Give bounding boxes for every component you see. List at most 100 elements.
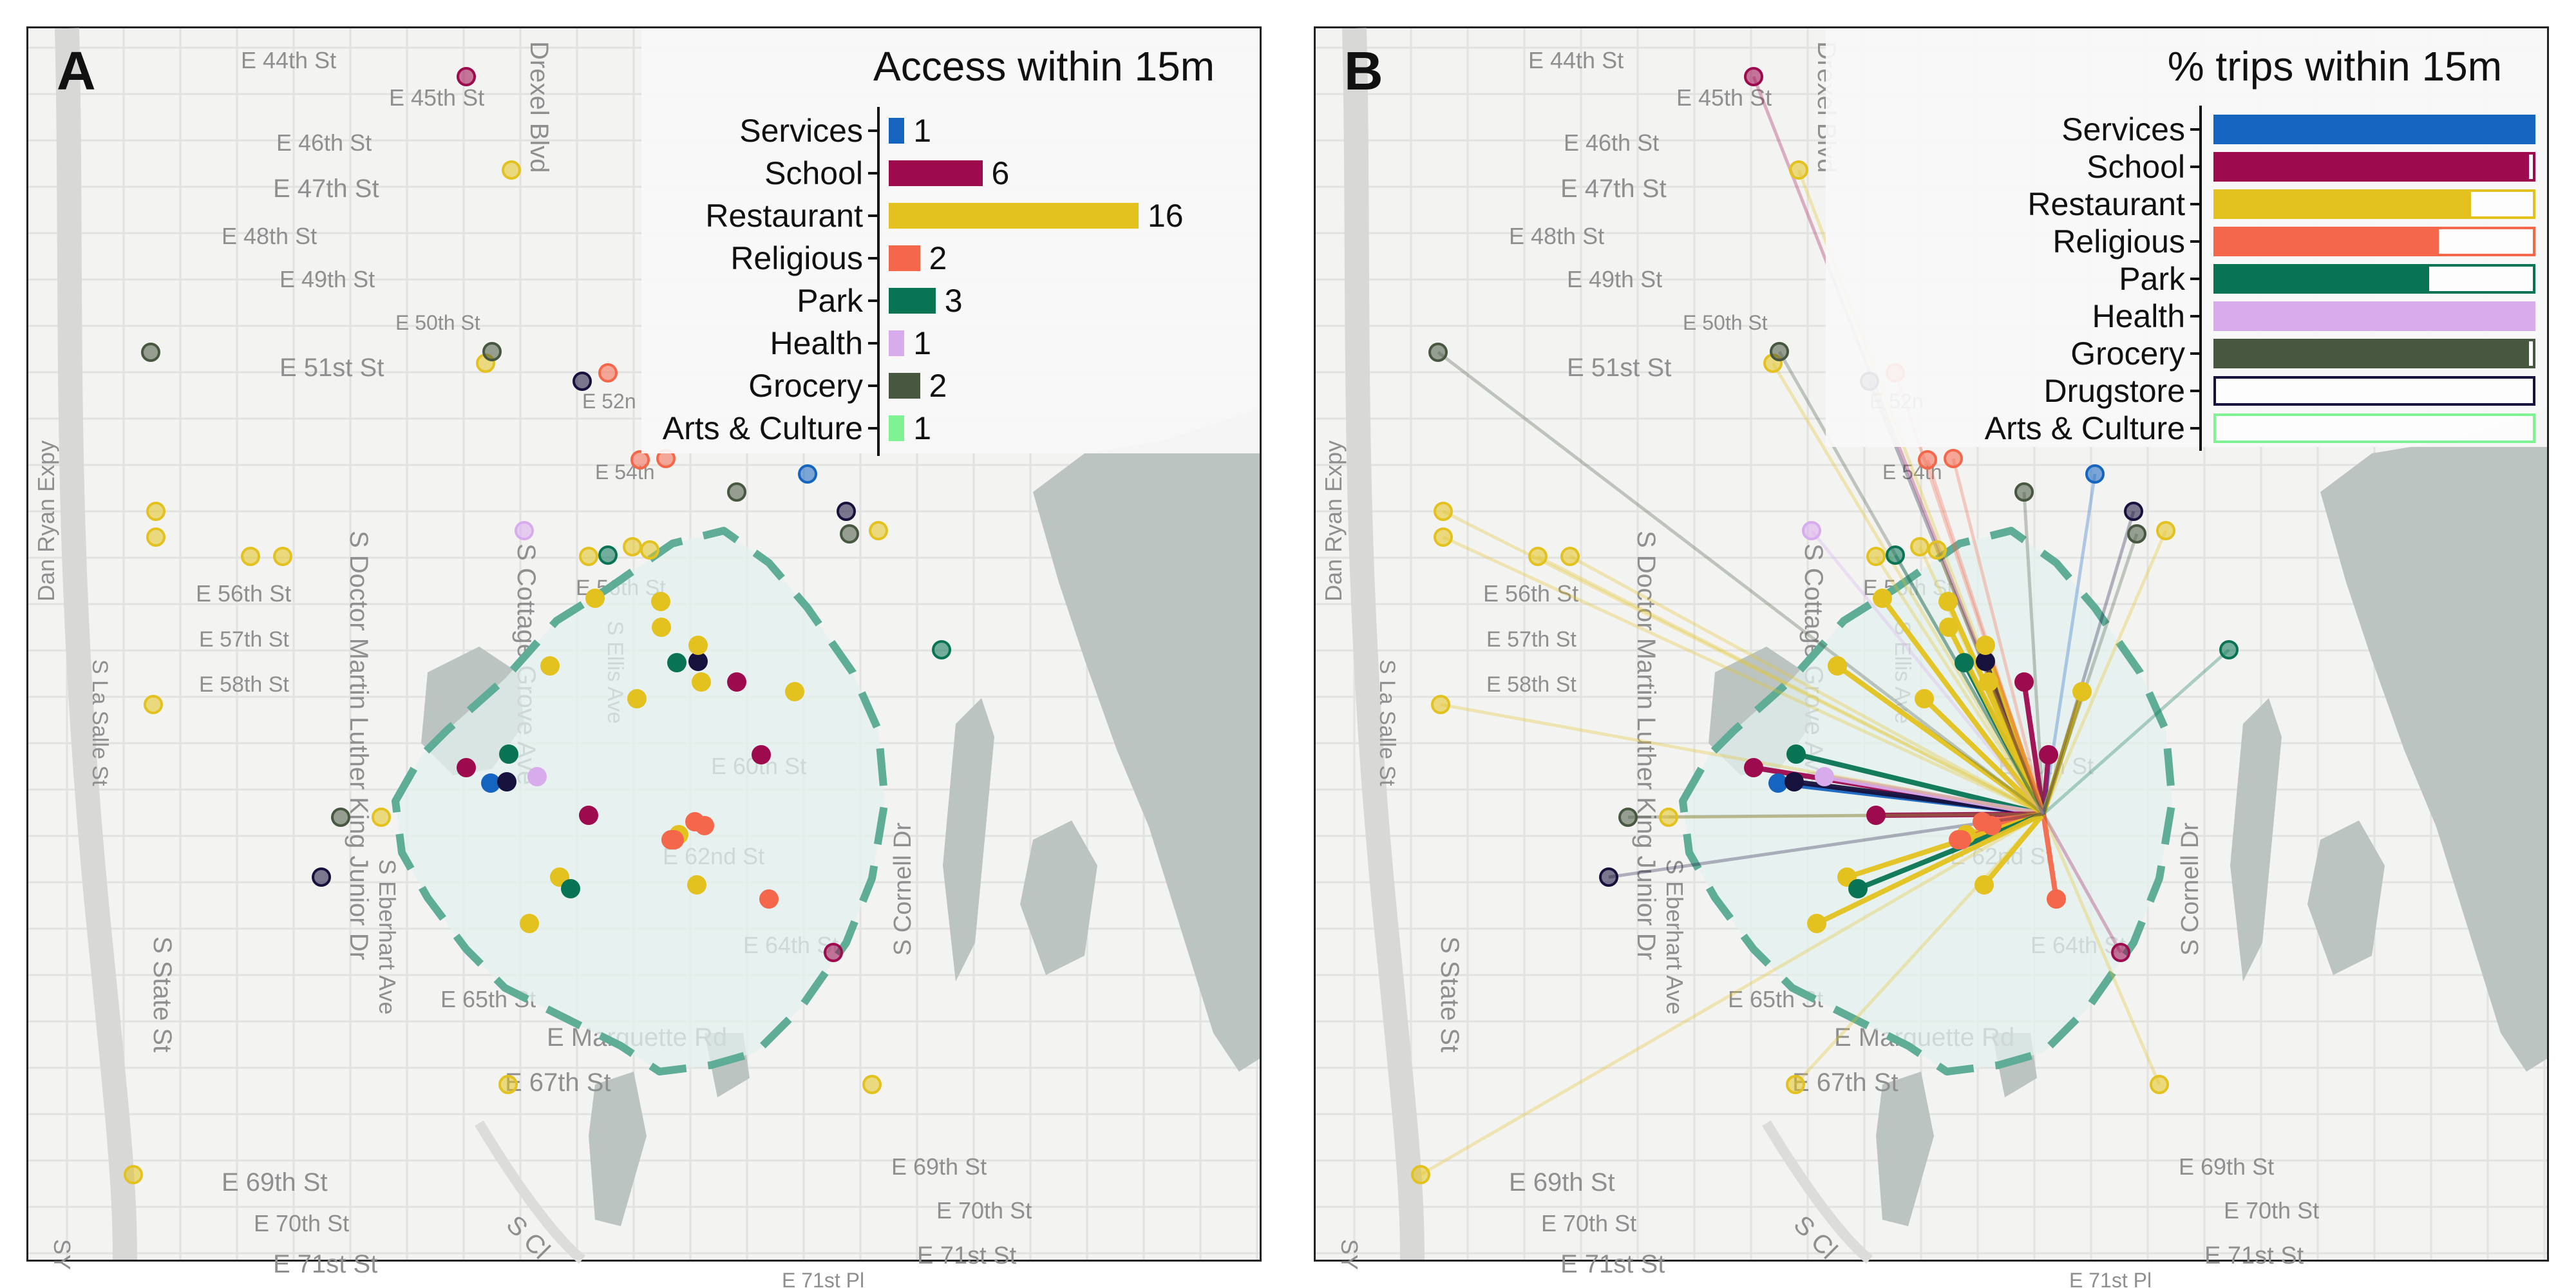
poi-restaurant	[520, 914, 539, 933]
legend-bar	[889, 203, 1139, 229]
legend-category-label: Health	[770, 325, 863, 361]
poi-religious	[661, 830, 681, 849]
legend-bar	[2213, 301, 2535, 331]
poi-health	[1802, 521, 1821, 540]
street-label: E 71st Pl	[782, 1269, 864, 1288]
legend-tick	[868, 299, 877, 302]
legend-tick	[2190, 427, 2199, 430]
poi-restaurant	[1528, 547, 1548, 566]
poi-school	[1744, 758, 1763, 777]
legend-axis	[877, 107, 880, 456]
street-label: E 71st St	[273, 1250, 377, 1278]
street-label: E 46th St	[276, 129, 372, 156]
trip-line	[2041, 813, 2123, 954]
legend-category-label: Park	[2119, 261, 2185, 297]
panel-a-label: A	[57, 41, 96, 101]
poi-school	[457, 758, 476, 777]
trip-line	[1874, 555, 2045, 815]
poi-health	[515, 521, 534, 540]
legend-tick	[868, 384, 877, 387]
legend-row: Restaurant	[1826, 185, 2547, 223]
poi-drugstore	[2124, 502, 2143, 521]
poi-restaurant	[1976, 636, 1995, 655]
poi-park	[1955, 653, 1974, 672]
trip-line	[2041, 813, 2161, 1085]
lake	[2320, 408, 2547, 1072]
poi-restaurant	[869, 521, 888, 540]
poi-grocery	[1428, 343, 1448, 362]
poi-religious	[759, 889, 779, 909]
street-label: E 69th St	[222, 1168, 328, 1197]
poi-restaurant	[1828, 656, 1847, 676]
legend-tick	[868, 257, 877, 260]
trip-line	[2022, 681, 2046, 815]
poi-school	[2111, 943, 2130, 962]
legend-category-label: Religious	[2052, 223, 2185, 260]
legend-tick	[2190, 278, 2199, 280]
street-label: E 71st Pl	[2069, 1269, 2152, 1288]
street-label: E 44th St	[1528, 47, 1624, 73]
street-label: E 71st St	[1560, 1250, 1665, 1278]
poi-points	[1411, 67, 2239, 1184]
diagonal-road	[1762, 1120, 1873, 1264]
legend-tick	[868, 214, 877, 217]
street-label: E 50th St	[395, 311, 480, 334]
legend-axis	[2199, 106, 2202, 451]
trip-lines	[1419, 76, 2230, 1177]
street-label: E 70th St	[254, 1210, 349, 1236]
legend-tick	[2190, 390, 2199, 392]
poi-restaurant	[640, 540, 659, 560]
street-label: E 58th St	[1486, 672, 1577, 697]
legend-category-label: Restaurant	[705, 198, 863, 234]
street-label: E 48th St	[222, 223, 317, 249]
poi-park	[561, 879, 580, 898]
trip-line	[2041, 530, 2168, 815]
lake	[2230, 698, 2282, 981]
trip-line	[2041, 813, 2059, 900]
trip-line	[1795, 752, 2044, 817]
legend-row: Health	[1826, 298, 2547, 335]
legend-bar-track	[2213, 376, 2535, 406]
poi-restaurant	[2156, 521, 2175, 540]
poi-religious	[1949, 830, 1968, 849]
poi-park	[1786, 744, 1806, 764]
poi-restaurant	[1786, 1075, 1805, 1094]
poi-grocery	[141, 343, 160, 362]
poi-restaurant	[1915, 689, 1934, 708]
legend-tick	[2190, 352, 2199, 355]
poi-restaurant	[1560, 547, 1580, 566]
trip-line	[1951, 458, 2045, 815]
poi-restaurant	[1938, 592, 1958, 611]
street-label: E 70th St	[1541, 1210, 1636, 1236]
street-label: E 69th St	[891, 1153, 987, 1180]
poi-restaurant	[1807, 914, 1826, 933]
legend-bar	[2213, 189, 2471, 219]
poi-restaurant	[651, 592, 670, 611]
legend-category-label: Park	[797, 283, 863, 319]
street-label: E 57th St	[199, 627, 289, 652]
poi-drugstore	[573, 372, 592, 391]
legend-b-title: % trips within 15m	[2167, 43, 2502, 90]
panel-b-label: B	[1344, 41, 1383, 101]
street-label: E 47th St	[1560, 175, 1667, 203]
trip-line	[1771, 362, 2045, 815]
poi-health	[527, 767, 547, 786]
street-label: E 47th St	[273, 175, 379, 203]
legend-bar	[889, 118, 905, 144]
trip-line	[1608, 812, 2044, 879]
poi-restaurant	[372, 808, 391, 827]
poi-restaurant	[1434, 527, 1453, 547]
street-label: E 44th St	[241, 47, 336, 73]
legend-category-label: Health	[2092, 298, 2185, 334]
trip-line	[2041, 533, 2139, 815]
poi-restaurant	[1411, 1165, 1430, 1184]
poi-school	[824, 943, 843, 962]
legend-bar	[2213, 339, 2529, 368]
street-label: E 71st St	[917, 1242, 1017, 1269]
poi-grocery	[2014, 482, 2034, 502]
legend-bar	[889, 330, 905, 356]
legend-tick	[868, 129, 877, 132]
poi-religious	[1982, 816, 2002, 835]
